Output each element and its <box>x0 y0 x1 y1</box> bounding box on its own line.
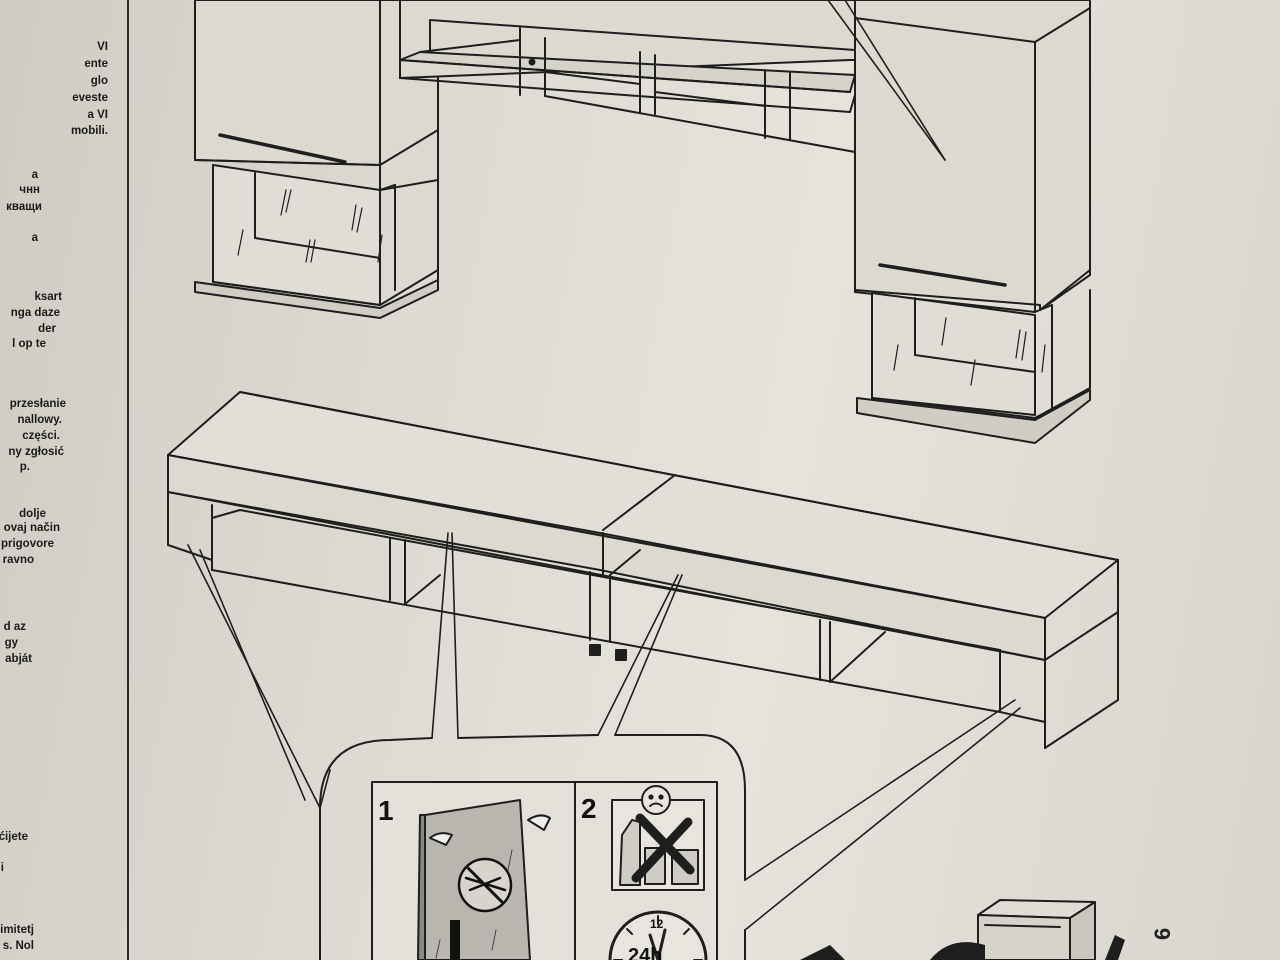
side-text-line: ovaj način <box>3 522 60 534</box>
side-text-line: a <box>31 169 38 181</box>
column-divider <box>127 0 129 960</box>
clock-label: 24h <box>628 945 662 960</box>
side-text-line: mobili. <box>70 125 108 137</box>
sad-face-icon <box>641 785 671 815</box>
no-chemicals-illustration <box>611 785 705 891</box>
side-text-line: ksart <box>34 291 63 303</box>
step-2-number: 2 <box>581 793 597 824</box>
side-text-line: а <box>31 232 38 244</box>
side-text-line: i <box>0 862 4 874</box>
side-text-line: dolje <box>19 508 46 520</box>
side-multilingual-text: VI ente glo eveste a VI mobili. a чнн кващи а ksar… <box>0 0 130 960</box>
side-text-line: nallowy. <box>17 414 62 426</box>
side-text-line: s. Nol <box>2 940 34 952</box>
side-text-line: eveste <box>72 92 108 104</box>
side-text-line: imitetj <box>0 924 34 936</box>
side-text-line: abját <box>5 653 32 665</box>
side-text-line: кващи <box>6 201 42 213</box>
callout-bubble <box>319 734 746 960</box>
side-text-line: części. <box>22 430 60 442</box>
side-text-line: a VI <box>87 109 108 121</box>
side-text-line: ny zgłosić <box>8 446 64 458</box>
side-text-line: der <box>38 323 56 335</box>
side-text-line: ente <box>84 58 108 70</box>
small-cube-illustration <box>977 899 1096 960</box>
side-text-line: чнн <box>19 184 40 196</box>
side-text-line: prigovore <box>0 538 54 550</box>
side-text-line: l op te <box>12 338 46 350</box>
side-text-line: p. <box>19 461 30 473</box>
glass-panel-illustration <box>417 799 551 960</box>
side-text-line: gy <box>4 637 18 649</box>
side-text-line: glo <box>90 75 108 87</box>
right-wall-cabinet <box>854 0 1091 444</box>
clock-24h-icon <box>608 910 708 960</box>
wall-shelf <box>399 0 856 291</box>
page-number: 6 <box>1150 927 1175 940</box>
side-text-line: VI <box>97 41 108 53</box>
clock-top-number: 12 <box>650 917 664 931</box>
side-text-line: przesłanie <box>9 398 66 410</box>
side-text-line: ćijete <box>0 831 28 843</box>
tv-stand <box>167 391 1119 749</box>
side-text-line: d az <box>3 621 26 633</box>
side-text-line: ravno <box>2 554 34 566</box>
step-1-number: 1 <box>378 795 394 826</box>
side-text-line: nga daze <box>10 307 60 319</box>
left-wall-cabinet <box>194 0 439 319</box>
